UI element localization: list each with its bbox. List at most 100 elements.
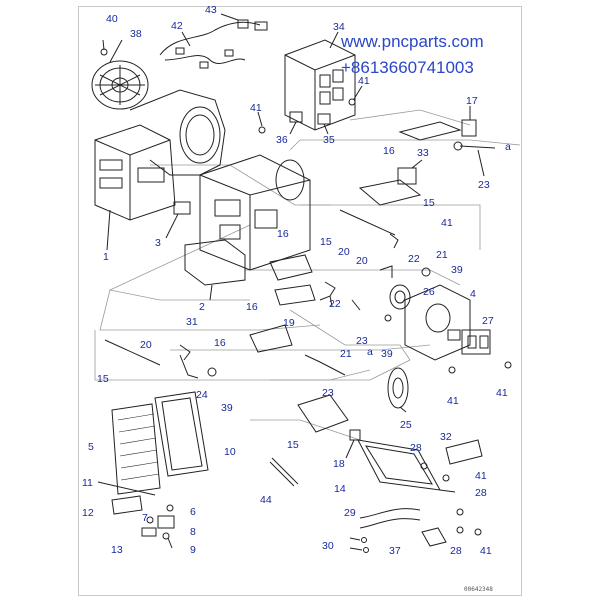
callout-27: 27 <box>482 315 494 327</box>
part-2-bracket <box>185 240 245 300</box>
callout-6: 6 <box>190 506 196 518</box>
callout-29: 29 <box>344 507 356 519</box>
callout-41-b: 41 <box>358 75 370 87</box>
part-40-screw <box>101 40 107 55</box>
callout-12: 12 <box>82 507 94 519</box>
part-16-door-c <box>270 255 312 280</box>
part-24-rod <box>180 355 198 378</box>
part-12-block <box>112 496 142 514</box>
part-27-actuator <box>462 330 490 354</box>
part-32-duct <box>446 440 482 464</box>
callout-21-b: 21 <box>340 348 352 360</box>
part-8-block <box>158 516 174 528</box>
callout-19: 19 <box>283 317 295 329</box>
part-13-connector <box>142 528 156 536</box>
watermark-phone: +8613660741003 <box>341 58 474 77</box>
callout-21-a: 21 <box>436 249 448 261</box>
callout-35: 35 <box>323 134 335 146</box>
callout-30: 30 <box>322 540 334 552</box>
callout-25: 25 <box>400 419 412 431</box>
callout-41-a: 41 <box>250 102 262 114</box>
part-blower-housing <box>130 90 225 175</box>
callout-41-f: 41 <box>475 470 487 482</box>
guide-lines <box>94 109 521 441</box>
callout-22: 22 <box>408 253 420 265</box>
part-1-lower-case <box>95 125 175 250</box>
callout-41-g: 41 <box>480 545 492 557</box>
callout-11: 11 <box>82 477 93 489</box>
callout-9: 9 <box>190 544 196 556</box>
callout-1: 1 <box>103 251 109 263</box>
part-11-seal <box>98 482 155 495</box>
callout-16-a: 16 <box>383 145 395 157</box>
callout-41-d: 41 <box>447 395 459 407</box>
part-15-link <box>105 210 395 365</box>
callout-a-1: a <box>505 141 511 153</box>
callout-20-c: 20 <box>140 339 152 351</box>
callout-31: 31 <box>186 316 198 328</box>
callout-28-c: 28 <box>450 545 462 557</box>
callout-20-b: 20 <box>356 255 368 267</box>
callout-3: 3 <box>155 237 161 249</box>
callout-41-e: 41 <box>496 387 508 399</box>
callout-15-b: 15 <box>320 236 332 248</box>
callout-26: 26 <box>423 286 435 298</box>
callout-24: 24 <box>196 389 208 401</box>
part-36-fitting <box>290 112 302 134</box>
part-33-actuator <box>398 160 422 184</box>
callout-17: 17 <box>466 95 478 107</box>
callout-36: 36 <box>276 134 288 146</box>
part-26-motor <box>390 285 410 309</box>
part-15-plate <box>298 395 348 432</box>
part-16-door-b <box>360 180 420 205</box>
part-16-door-a <box>400 122 460 140</box>
callout-15-c: 15 <box>97 373 109 385</box>
callout-5: 5 <box>88 441 94 453</box>
part-25-motor <box>388 368 408 412</box>
part-4-case <box>405 285 470 360</box>
callout-4: 4 <box>470 288 476 300</box>
part-34-filter-box <box>285 32 355 130</box>
callout-a-2: a <box>367 346 373 358</box>
callout-39-b: 39 <box>381 348 393 360</box>
callout-43: 43 <box>205 4 217 16</box>
part-20-lever <box>180 234 398 360</box>
callout-42: 42 <box>171 20 183 32</box>
callout-18: 18 <box>333 458 345 470</box>
part-main-unit <box>200 155 310 270</box>
part-22-lever <box>320 266 392 306</box>
part-42-wire-harness <box>160 14 267 68</box>
callout-41-c: 41 <box>441 217 453 229</box>
part-44-bolt <box>270 458 298 486</box>
callout-16-c: 16 <box>246 301 258 313</box>
callout-16-b: 16 <box>277 228 289 240</box>
callout-40: 40 <box>106 13 118 25</box>
callout-23-b: 23 <box>356 335 368 347</box>
part-29-hose <box>360 509 420 528</box>
callout-15-d: 15 <box>287 439 299 451</box>
callout-23-a: 23 <box>478 179 490 191</box>
drawing-reference: 00642348 <box>464 586 493 593</box>
callout-10: 10 <box>224 446 236 458</box>
callout-28-a: 28 <box>410 442 422 454</box>
watermark-site: www.pncparts.com <box>341 32 484 51</box>
callout-23-c: 23 <box>322 387 334 399</box>
part-41-screw-b <box>349 86 362 105</box>
part-16-door-e <box>250 325 292 352</box>
part-35-fitting <box>318 114 330 134</box>
callout-7: 7 <box>142 512 148 524</box>
part-9-screw <box>163 533 172 548</box>
part-3-connector <box>166 202 190 238</box>
part-5-evaporator <box>112 404 160 494</box>
part-14-heater-core <box>358 440 455 492</box>
callout-38: 38 <box>130 28 142 40</box>
part-38-blower-motor <box>92 40 148 109</box>
part-7-clip <box>147 517 153 523</box>
callout-14: 14 <box>334 483 346 495</box>
callout-44: 44 <box>260 494 272 506</box>
part-10-frame <box>155 392 208 476</box>
callout-32: 32 <box>440 431 452 443</box>
part-41-screw-c <box>443 362 511 535</box>
part-17-sensor <box>454 106 495 176</box>
